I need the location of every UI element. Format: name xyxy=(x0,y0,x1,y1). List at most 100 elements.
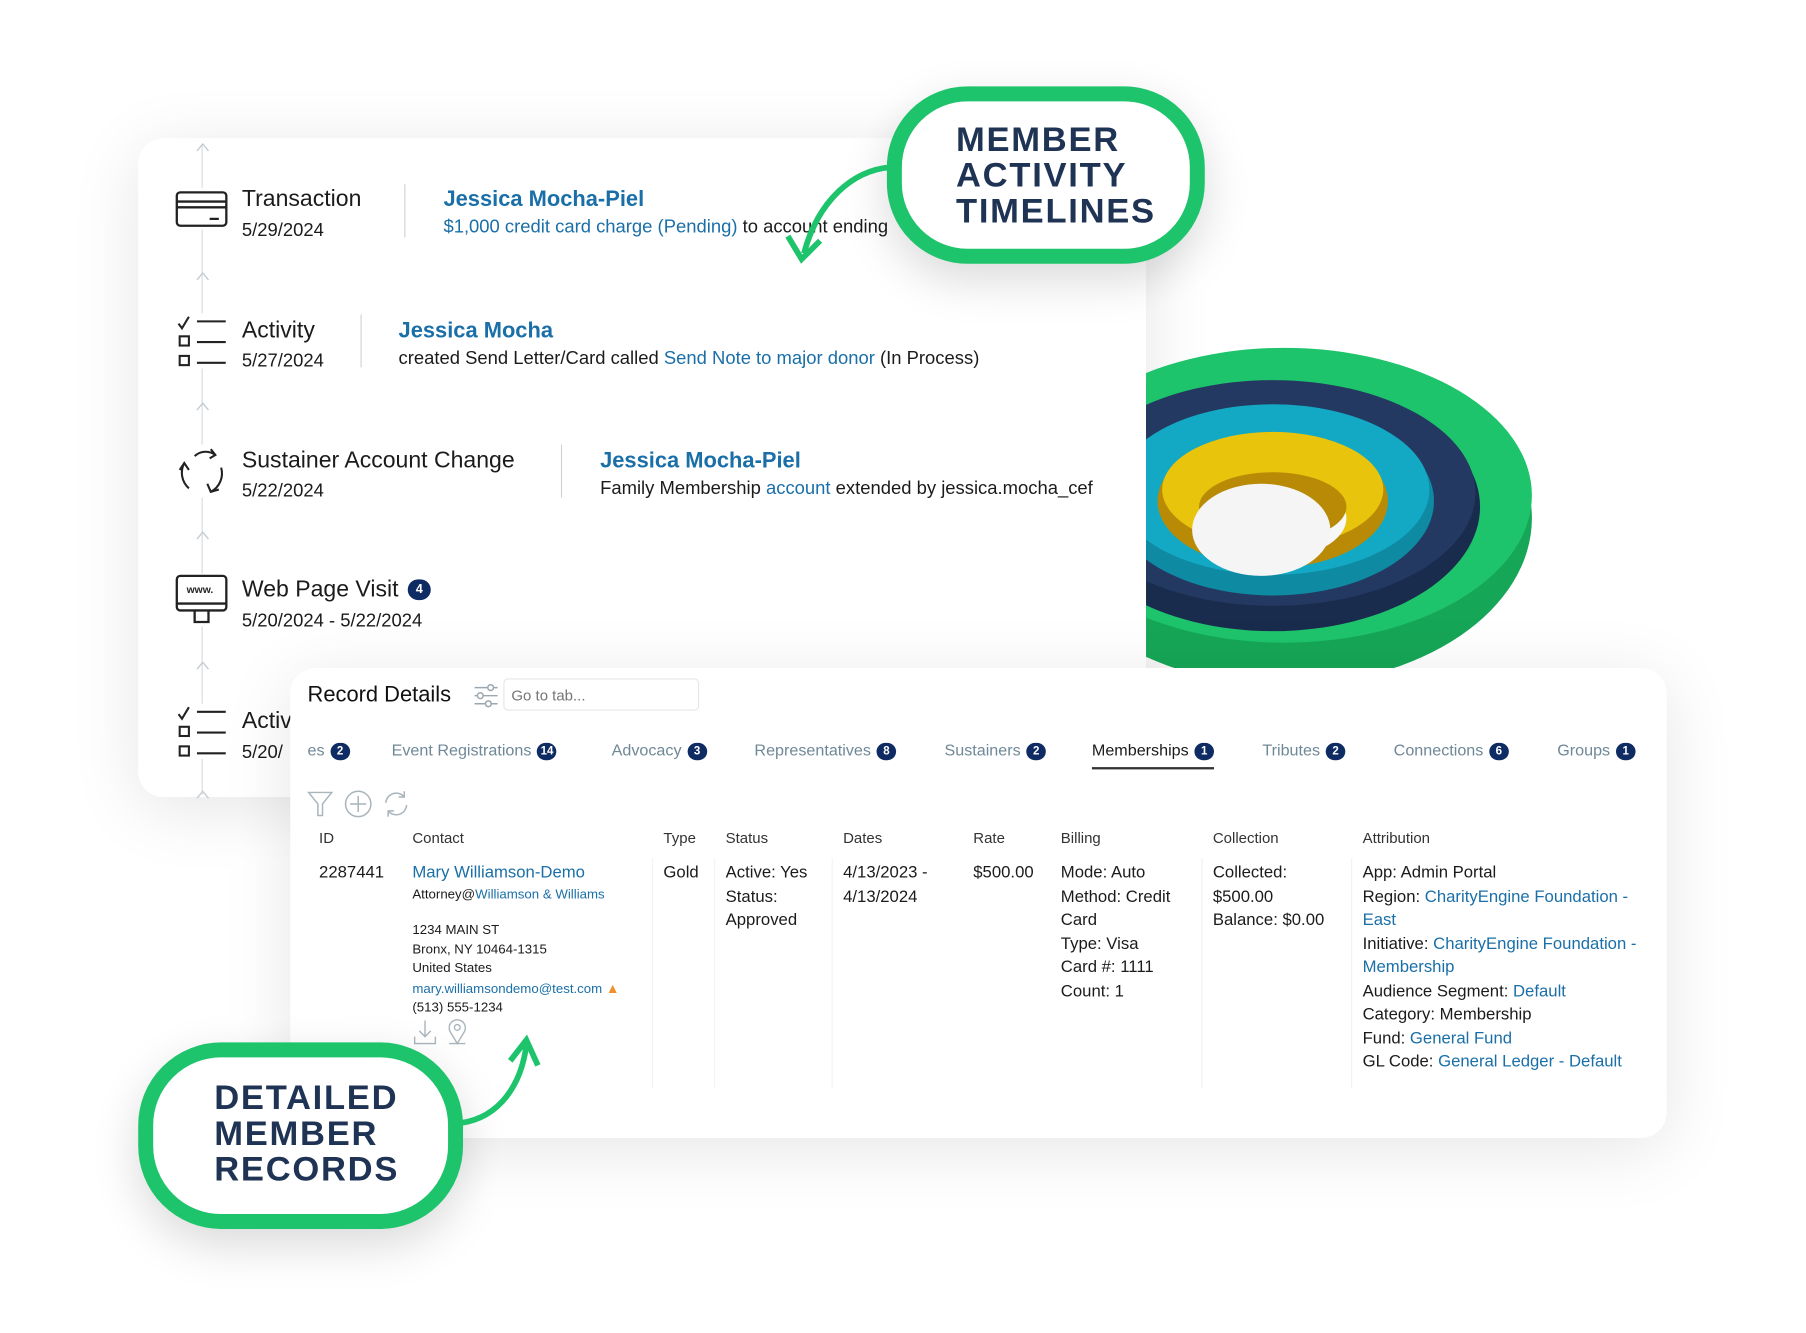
status-line: Approved xyxy=(725,911,798,930)
timeline-item-description: $1,000 credit card charge (Pending) to a… xyxy=(443,218,892,239)
region-link[interactable]: CharityEngine Foundation - East xyxy=(1362,887,1629,930)
tab-label: Event Registrations xyxy=(391,740,532,760)
timeline-item-date: 5/20/2024 - 5/22/2024 xyxy=(241,611,423,632)
map-pin-icon[interactable] xyxy=(448,1018,467,1045)
timeline-member-link[interactable]: Jessica Mocha xyxy=(398,319,554,344)
transaction-link[interactable]: $1,000 credit card charge (Pending) xyxy=(443,217,738,238)
description-text: Family Membership xyxy=(600,479,766,499)
refresh-icon[interactable] xyxy=(381,789,411,819)
description-text: (In Process) xyxy=(874,348,980,369)
filter-sliders-icon[interactable] xyxy=(473,682,498,710)
rate-value: $500.00 xyxy=(973,863,1034,883)
divider xyxy=(360,314,362,368)
contact-phone: (513) 555-1234 xyxy=(412,1000,503,1015)
address-line-1: 1234 MAIN ST xyxy=(412,923,500,938)
tab-count-badge: 8 xyxy=(876,742,897,761)
timeline-item-date: 5/22/2024 xyxy=(241,481,324,502)
timeline-item-title: Activ xyxy=(241,708,292,734)
timeline-item-title: Activity xyxy=(241,317,315,344)
visit-count-badge: 4 xyxy=(407,579,431,601)
collection-line: $500.00 xyxy=(1212,887,1274,906)
tab-event-registrations[interactable]: Event Registrations 14 xyxy=(392,741,557,761)
timeline-member-link[interactable]: Jessica Mocha-Piel xyxy=(600,449,801,474)
contact-email-link[interactable]: mary.williamsondemo@test.com xyxy=(412,981,603,996)
divider xyxy=(651,858,654,1089)
callout-line: MEMBER xyxy=(214,1114,379,1153)
divider xyxy=(714,858,716,1089)
column-header-contact: Contact xyxy=(412,829,464,847)
column-header-billing: Billing xyxy=(1060,829,1101,847)
tab-label: Tributes xyxy=(1262,740,1321,760)
divider xyxy=(560,444,563,498)
member-activity-timelines-callout: MEMBER ACTIVITY TIMELINES xyxy=(886,86,1205,264)
attribution-label: Fund: xyxy=(1362,1029,1410,1048)
concentric-rings-graphic xyxy=(1146,347,1532,669)
timeline-item-title: Sustainer Account Change xyxy=(241,448,515,474)
tab-label: Sustainers xyxy=(944,740,1021,760)
attribution-label: Audience Segment: xyxy=(1362,981,1513,1001)
tab-label: Connections xyxy=(1393,740,1484,760)
contact-cell: Mary Williamson-Demo Attorney@Williamson… xyxy=(412,862,642,1056)
contact-org-link[interactable]: Williamson & Williams xyxy=(475,887,605,902)
description-text: to account ending in xyxy=(737,217,893,238)
tab-count-badge: 14 xyxy=(537,742,557,761)
tab-label: Groups xyxy=(1557,740,1611,760)
warning-icon: ▲ xyxy=(605,979,620,996)
checklist-icon xyxy=(175,313,229,369)
membership-id-link[interactable]: 2287441 xyxy=(319,863,385,883)
funnel-filter-icon[interactable] xyxy=(306,789,334,819)
billing-line: Count: 1 xyxy=(1060,981,1124,1001)
credit-card-icon xyxy=(175,187,229,230)
tab-count-badge: 2 xyxy=(1325,742,1346,761)
activity-link[interactable]: Send Note to major donor xyxy=(663,348,875,369)
contact-actions xyxy=(413,1018,467,1045)
column-header-rate: Rate xyxy=(973,829,1005,847)
status-line: Status: xyxy=(725,887,778,906)
detailed-member-records-callout: DETAILED MEMBER RECORDS xyxy=(138,1042,464,1229)
account-link[interactable]: account xyxy=(765,479,831,499)
dates-cell: 4/13/2023 -4/13/2024 xyxy=(843,862,928,909)
divider xyxy=(1201,858,1203,1089)
gl-code-link[interactable]: General Ledger - Default xyxy=(1438,1052,1622,1072)
contact-name-link[interactable]: Mary Williamson-Demo xyxy=(412,863,585,883)
divider xyxy=(831,858,833,1089)
attribution-app: App: Admin Portal xyxy=(1362,863,1497,883)
contact-title: Attorney@ xyxy=(412,887,476,902)
add-circle-icon[interactable] xyxy=(343,789,373,819)
checklist-icon xyxy=(175,703,229,760)
date-start: 4/13/2023 - xyxy=(843,863,928,883)
go-to-tab-input[interactable] xyxy=(503,678,700,711)
attribution-label: Initiative: xyxy=(1362,934,1434,954)
segment-link[interactable]: Default xyxy=(1512,981,1566,1001)
timeline-arrow-icons xyxy=(196,142,210,799)
timeline-member-link[interactable]: Jessica Mocha-Piel xyxy=(443,187,645,212)
timeline-item-description: created Send Letter/Card called Send Not… xyxy=(399,349,980,370)
billing-line: Card #: 1111 xyxy=(1060,958,1154,977)
download-icon[interactable] xyxy=(413,1019,437,1044)
curved-arrow-icon xyxy=(785,164,893,264)
tab-connections[interactable]: Connections 6 xyxy=(1394,741,1509,761)
billing-line: Card xyxy=(1060,911,1098,930)
tab-count-badge: 1 xyxy=(1194,742,1215,761)
attribution-label: GL Code: xyxy=(1362,1052,1439,1072)
callout-line: MEMBER xyxy=(955,120,1120,159)
refresh-arrows-icon xyxy=(175,444,229,498)
address-line-2: Bronx, NY 10464-1315 xyxy=(412,942,547,957)
initiative-link[interactable]: CharityEngine Foundation - Membership xyxy=(1362,934,1637,977)
divider xyxy=(1351,858,1353,1089)
collection-line: Collected: xyxy=(1212,863,1288,883)
tab-count-badge: 6 xyxy=(1489,742,1509,761)
fund-link[interactable]: General Fund xyxy=(1409,1029,1513,1048)
billing-line: Type: Visa xyxy=(1060,934,1139,954)
billing-line: Mode: Auto xyxy=(1060,863,1146,883)
